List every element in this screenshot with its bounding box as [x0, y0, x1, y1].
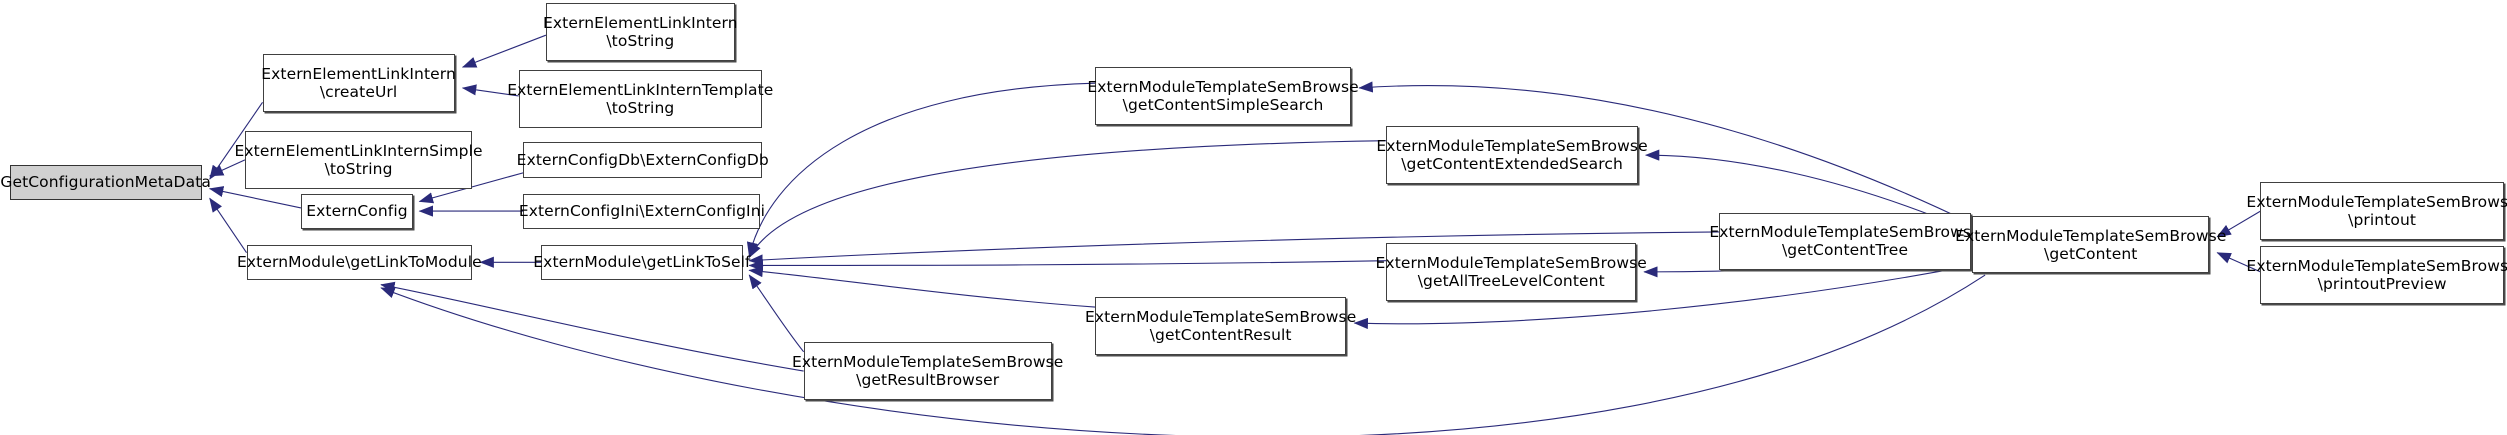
graph-node-emts_extendedsearch[interactable]: ExternModuleTemplateSemBrowse \getConten…: [1376, 126, 1648, 184]
graph-node-label: ExternModuleTemplateSemBrowse \getResult…: [792, 353, 1064, 390]
graph-node-label: GetConfigurationMetaData: [0, 173, 211, 192]
graph-node-externconfigini[interactable]: ExternConfigIni\ExternConfigIni: [519, 193, 765, 229]
graph-node-elit_tostring[interactable]: ExternElementLinkInternTemplate \toStrin…: [507, 70, 773, 128]
graph-node-label: ExternModuleTemplateSemBrowse \getConten…: [1376, 137, 1648, 174]
graph-node-externconfig[interactable]: ExternConfig: [300, 193, 414, 229]
graph-node-label: ExternModuleTemplateSemBrowse \getConten…: [1955, 226, 2227, 263]
graph-node-emts_simplesearch[interactable]: ExternModuleTemplateSemBrowse \getConten…: [1087, 67, 1359, 125]
graph-node-emts_contenttree[interactable]: ExternModuleTemplateSemBrowse \getConten…: [1709, 212, 1981, 271]
graph-node-label: ExternConfigDb\ExternConfigDb: [516, 150, 769, 169]
graph-node-em_linktoself[interactable]: ExternModule\getLinkToSelf: [533, 244, 751, 280]
graph-node-label: ExternModuleTemplateSemBrowse \printoutP…: [2246, 257, 2507, 294]
graph-node-emts_contentresult[interactable]: ExternModuleTemplateSemBrowse \getConten…: [1085, 297, 1356, 356]
graph-node-externconfigdb[interactable]: ExternConfigDb\ExternConfigDb: [517, 142, 769, 178]
graph-node-emts_alltreelevel[interactable]: ExternModuleTemplateSemBrowse \getAllTre…: [1376, 243, 1647, 301]
graph-node-emts_getcontent[interactable]: ExternModuleTemplateSemBrowse \getConten…: [1955, 215, 2226, 274]
graph-node-emts_printoutpreview[interactable]: ExternModuleTemplateSemBrowse \printoutP…: [2246, 246, 2507, 304]
graph-node-label: ExternElementLinkIntern \toString: [543, 13, 738, 50]
graph-node-eli_tostring[interactable]: ExternElementLinkIntern \toString: [543, 3, 738, 61]
graph-node-root[interactable]: GetConfigurationMetaData: [0, 164, 211, 200]
graph-node-label: ExternConfig: [306, 202, 408, 221]
graph-node-label: ExternModuleTemplateSemBrowse \getAllTre…: [1375, 253, 1647, 290]
graph-node-label: ExternModuleTemplateSemBrowse \getConten…: [1087, 77, 1359, 114]
graph-node-label: ExternModuleTemplateSemBrowse \getConten…: [1084, 308, 1357, 345]
graph-node-em_linktomodule[interactable]: ExternModule\getLinkToModule: [237, 244, 482, 280]
graph-node-label: ExternModule\getLinkToSelf: [533, 253, 751, 272]
graph-node-label: ExternElementLinkInternSimple \toString: [234, 141, 483, 178]
graph-node-label: ExternModuleTemplateSemBrowse \getConten…: [1709, 223, 1981, 260]
graph-node-label: ExternElementLinkInternTemplate \toStrin…: [507, 81, 774, 118]
graph-node-emts_printout[interactable]: ExternModuleTemplateSemBrowse \printout: [2246, 182, 2507, 240]
graph-node-label: ExternModuleTemplateSemBrowse \printout: [2246, 193, 2507, 230]
graph-node-label: ExternConfigIni\ExternConfigIni: [518, 202, 766, 221]
graph-node-eli_createurl[interactable]: ExternElementLinkIntern \createUrl: [261, 54, 456, 112]
graph-node-label: ExternElementLinkIntern \createUrl: [261, 65, 456, 102]
graph-node-label: ExternModule\getLinkToModule: [237, 253, 482, 272]
graph-node-emts_resultbrowser[interactable]: ExternModuleTemplateSemBrowse \getResult…: [792, 342, 1063, 400]
graph-node-elis_tostring[interactable]: ExternElementLinkInternSimple \toString: [234, 131, 483, 189]
